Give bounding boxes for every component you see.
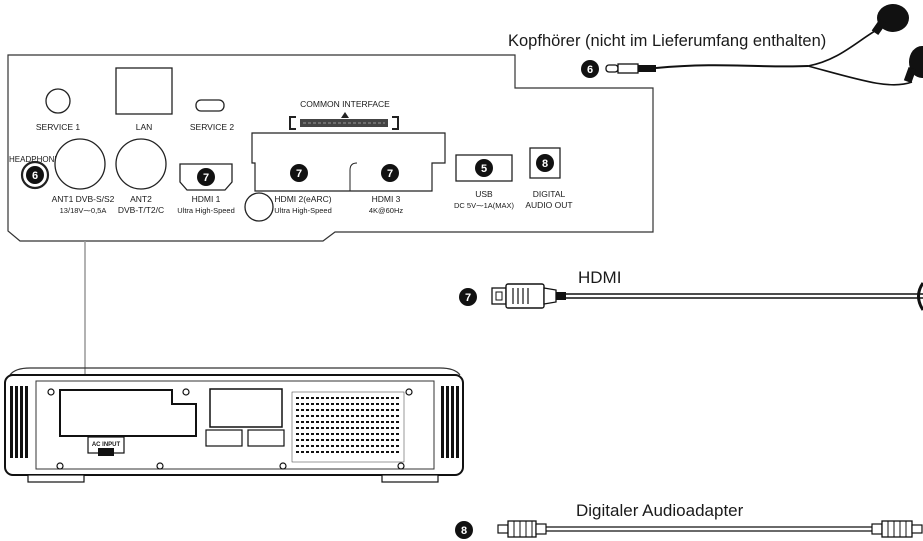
service1-port bbox=[45, 88, 71, 114]
hdmi2-label: HDMI 2(eARC) bbox=[274, 194, 331, 204]
callout-optical-cable-number: 8 bbox=[461, 525, 467, 537]
ant1-port bbox=[54, 138, 106, 190]
callout-usb-number: 5 bbox=[481, 163, 487, 175]
optical-plug-left-icon bbox=[497, 520, 547, 538]
hdmi-recess bbox=[251, 132, 446, 192]
callout-optical-badge bbox=[536, 154, 554, 172]
callout-headphones-number: 6 bbox=[587, 64, 593, 76]
right-grille bbox=[441, 386, 459, 458]
left-grille bbox=[10, 386, 28, 458]
rear-panel: SERVICE 1 LAN SERVICE 2 COMMON INTERFACE… bbox=[7, 54, 654, 242]
callout-hdmi1-badge bbox=[197, 168, 215, 186]
connector-cover bbox=[59, 389, 197, 437]
common-interface-arrow-icon bbox=[341, 112, 349, 118]
callout-hdmi-cable-badge bbox=[459, 288, 477, 306]
ant1-sublabel: 13/18V⁓0,5A bbox=[60, 206, 107, 215]
callout-usb-badge bbox=[475, 159, 493, 177]
callout-optical-number: 8 bbox=[542, 158, 548, 170]
ac-input-label: AC INPUT bbox=[92, 442, 121, 448]
projector-rear-view: AC INPUT bbox=[4, 367, 464, 483]
digital-audio-sublabel: AUDIO OUT bbox=[525, 200, 572, 210]
lan-port bbox=[115, 67, 173, 115]
ant2-port bbox=[115, 138, 167, 190]
ant2-label: ANT2 bbox=[130, 194, 152, 204]
callout-hdmi2-number: 7 bbox=[296, 168, 302, 180]
callout-hdmi2-badge bbox=[290, 164, 308, 182]
optical-cable-accessory: Digitaler Audioadapter 8 bbox=[455, 501, 923, 539]
callout-headphone-badge bbox=[26, 166, 44, 184]
headphone-jack-plug bbox=[605, 63, 656, 74]
hdmi3-label: HDMI 3 bbox=[372, 194, 401, 204]
projector-vents bbox=[291, 391, 405, 463]
ant1-label: ANT1 DVB-S/S2 bbox=[52, 194, 115, 204]
hdmi2-sublabel: Ultra High-Speed bbox=[274, 206, 332, 215]
service1-label: SERVICE 1 bbox=[36, 122, 81, 132]
hdmi3-sublabel: 4K@60Hz bbox=[369, 206, 404, 215]
headphones-label: Kopfhörer (nicht im Lieferumfang enthalt… bbox=[508, 32, 826, 50]
usb-sublabel: DC 5V⁓1A(MAX) bbox=[454, 201, 515, 210]
panel-plate bbox=[209, 388, 283, 428]
headphone-label: HEADPHONE bbox=[9, 155, 60, 164]
optical-plug-right-icon bbox=[871, 520, 923, 538]
projector-top-edge bbox=[9, 367, 461, 376]
callout-headphone-number: 6 bbox=[32, 170, 38, 182]
headphones-accessory: Kopfhörer (nicht im Lieferumfang enthalt… bbox=[508, 4, 923, 86]
digital-audio-label: DIGITAL bbox=[533, 189, 566, 199]
hdmi-cable-accessory: HDMI 7 bbox=[459, 268, 923, 311]
hdmi-plug-icon bbox=[491, 283, 566, 309]
callout-hdmi3-number: 7 bbox=[387, 168, 393, 180]
common-interface-label: COMMON INTERFACE bbox=[300, 99, 390, 109]
hdmi1-sublabel: Ultra High-Speed bbox=[177, 206, 235, 215]
service2-label: SERVICE 2 bbox=[190, 122, 235, 132]
callout-optical-cable-badge bbox=[455, 521, 473, 539]
service2-port bbox=[195, 99, 225, 112]
hdmi1-label: HDMI 1 bbox=[192, 194, 221, 204]
projector-inner-frame bbox=[35, 380, 435, 470]
usb-label: USB bbox=[475, 189, 493, 199]
projector-foot-right bbox=[381, 474, 439, 483]
ant2-sublabel: DVB-T/T2/C bbox=[118, 205, 164, 215]
round-port bbox=[244, 192, 274, 222]
callout-hdmi1-number: 7 bbox=[203, 172, 209, 184]
hdmi-cable-label: HDMI bbox=[578, 268, 621, 287]
projector-foot-left bbox=[27, 474, 85, 483]
callout-hdmi-cable-number: 7 bbox=[465, 292, 471, 304]
optical-cable-label: Digitaler Audioadapter bbox=[576, 501, 744, 520]
ac-socket bbox=[98, 448, 114, 456]
headphone-cable bbox=[655, 64, 809, 69]
callout-headphones-badge bbox=[581, 60, 599, 78]
common-interface-bracket-left bbox=[289, 116, 296, 130]
common-interface-bracket-right bbox=[392, 116, 399, 130]
callout-hdmi3-badge bbox=[381, 164, 399, 182]
lan-label: LAN bbox=[136, 122, 153, 132]
